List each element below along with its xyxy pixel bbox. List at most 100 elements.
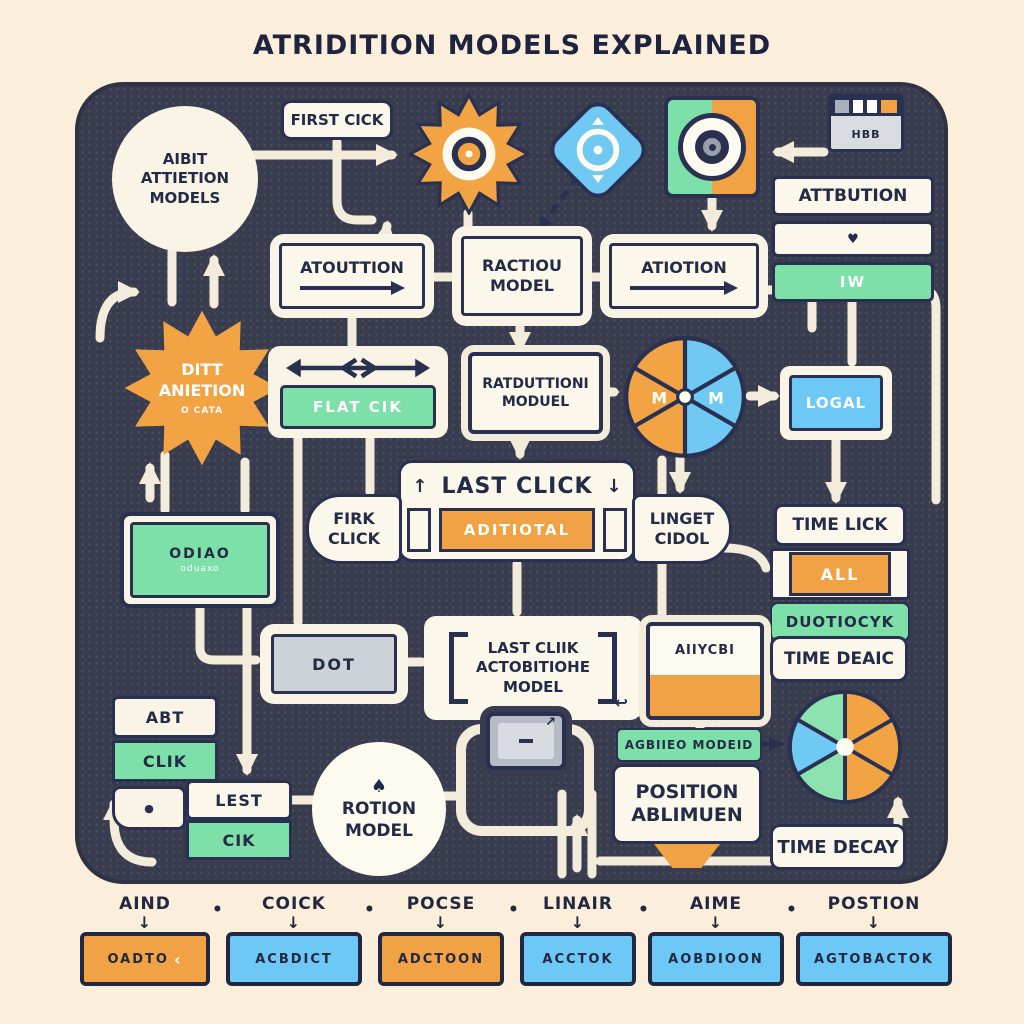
ratbuttion-text: RATDUTTIONI MODUEL xyxy=(482,375,589,410)
legend-label: AIND xyxy=(119,894,171,914)
legend-dot: • xyxy=(786,900,798,920)
clik-text: CLIK xyxy=(142,751,188,771)
bullet-icon: ● xyxy=(144,801,154,815)
logal-text: LOGAL xyxy=(805,394,867,412)
screen-arrow-icon: ↗ xyxy=(545,715,556,730)
legend-value: OADTO xyxy=(107,951,169,967)
aiiycbi-box: AIIYCBI xyxy=(646,622,764,720)
all-text: ALL xyxy=(820,564,860,584)
legend-value: AGTOBACTOK xyxy=(814,951,934,967)
last-click-band-text: ADITIOTAL xyxy=(463,521,571,539)
linget-cidol-pill: LINGET CIDOL xyxy=(632,494,732,564)
arrow-right-icon xyxy=(630,280,738,295)
right-bracket-icon xyxy=(597,632,617,704)
sunburst-icon xyxy=(406,91,532,217)
legend-dot: • xyxy=(638,900,650,920)
spade-icon: ♠ xyxy=(370,776,388,798)
legend-item-aime: AIME ↓ AOBDIOON xyxy=(648,894,784,986)
legend-item-aind: AIND ↓ OADTO ‹ xyxy=(80,894,210,986)
linget-cidol-text: LINGET CIDOL xyxy=(649,509,715,548)
ditt-starburst-icon: DITT ANIETION O CATA xyxy=(122,308,282,468)
ditt-star-text: DITT ANIETION xyxy=(158,360,246,400)
laptop-icon: ↗ xyxy=(486,712,566,770)
flat-cik-text: FLAT CIK xyxy=(313,397,403,416)
time-decay-label: TIME DECAY xyxy=(770,824,906,870)
arrow-right-icon xyxy=(299,280,405,295)
last-click-title: LAST CLICK xyxy=(441,473,593,499)
heart-icon: ♥ xyxy=(847,231,859,247)
atiotion-text: ATIOTION xyxy=(641,257,727,277)
cik-text: CIK xyxy=(222,830,256,850)
pie-chart-icon: M M xyxy=(622,334,748,460)
legend-label: POSTION xyxy=(827,894,921,914)
rotion-model-circle: ♠ ROTION MODEL xyxy=(312,742,446,876)
ratbuttion-model-box: RATDUTTIONI MODUEL xyxy=(468,352,603,434)
abt-text: ABT xyxy=(145,707,185,727)
legend-arrow-icon: ↓ xyxy=(286,913,302,932)
time-lick-text: TIME LICK xyxy=(792,515,888,535)
legend-value-box: OADTO ‹ xyxy=(80,932,210,986)
legend-value: ACBDICT xyxy=(255,951,333,967)
aiiycbi-text: AIIYCBI xyxy=(675,642,735,658)
legend-arrow-icon: ↓ xyxy=(137,913,153,932)
diamond-target-icon xyxy=(540,92,656,208)
legend-label: COICK xyxy=(262,894,326,914)
legend-item-coick: COICK ↓ ACBDICT xyxy=(226,894,362,986)
ractiou-text: RACTIOU MODEL xyxy=(482,256,562,295)
legend-value: AOBDIOON xyxy=(668,951,764,967)
legend-arrow-icon: ↓ xyxy=(866,913,882,932)
diad-subtext: oduaxo xyxy=(180,564,220,574)
legend-arrow-icon: ↓ xyxy=(570,913,586,932)
firk-click-text: FIRK CLICK xyxy=(327,509,381,548)
legend-value: ACCTOK xyxy=(542,951,614,967)
dot-text: DOT xyxy=(312,654,356,674)
legend-dot: • xyxy=(508,900,520,920)
window-icon-text: HBB xyxy=(851,127,881,141)
position-text: POSITION ABLIMUEN xyxy=(631,781,743,826)
last-cliik-model-box: LAST CLIIK ACTOBITIOHE MODEL ↩ xyxy=(424,616,642,720)
position-box: POSITION ABLIMUEN xyxy=(612,764,762,844)
last-click-box: ↑ LAST CLICK ↓ ADITIOTAL xyxy=(398,460,636,562)
ditt-star-subtext: O CATA xyxy=(180,405,224,416)
attribution-models-circle: AIBIT ATTIETION MODELS xyxy=(112,106,258,252)
legend-value-box: AGTOBACTOK xyxy=(796,932,952,986)
legend-dot: • xyxy=(364,900,376,920)
chevron-left-icon: ‹ xyxy=(173,949,183,969)
legend-label: POCSE xyxy=(406,894,476,914)
legend-item-postion: POSTION ↓ AGTOBACTOK xyxy=(796,894,952,986)
left-bracket-icon xyxy=(449,632,468,704)
window-icon: HBB xyxy=(828,94,904,152)
legend-dot: • xyxy=(212,900,224,920)
legend-value-box: AOBDIOON xyxy=(648,932,784,986)
double-arrow-icon xyxy=(286,357,430,378)
clik-box: CLIK xyxy=(112,740,218,782)
attribution-card-title: ATTBUTION xyxy=(798,185,908,206)
flat-cik-panel: FLAT CIK xyxy=(268,346,448,438)
rotion-text: ROTION MODEL xyxy=(341,799,417,841)
arrow-down-icon: ↓ xyxy=(606,475,622,497)
legend-value-box: ADCTOON xyxy=(378,932,504,986)
legend-value-box: ACCTOK xyxy=(520,932,636,986)
attribution-card: ATTBUTION ♥ IW xyxy=(772,176,934,303)
legend-value-box: ACBDICT xyxy=(226,932,362,986)
atoution-box: ATOUTTION xyxy=(270,234,434,318)
time-deaic-label: TIME DEAIC xyxy=(770,636,908,682)
bullet-box: ● xyxy=(112,786,186,830)
attribution-card-badge: IW xyxy=(839,273,867,292)
legend-value: ADCTOON xyxy=(397,951,485,967)
duotiocyk-text: DUOTIOCYK xyxy=(785,613,895,631)
time-deaic-text: TIME DEAIC xyxy=(783,649,895,669)
atiotion-box: ATIOTION xyxy=(600,234,768,318)
abt-box: ABT xyxy=(112,696,218,738)
page-title: ATRIDITION MODELS EXPLAINED xyxy=(252,30,772,61)
legend-label: AIME xyxy=(689,894,742,914)
lest-box: LEST xyxy=(186,780,292,820)
pie1-letter-right: M xyxy=(708,388,724,407)
first-click-label: FIRST CICK xyxy=(281,100,393,140)
lest-text: LEST xyxy=(215,790,263,810)
legend-arrow-icon: ↓ xyxy=(433,913,449,932)
arrow-up-icon: ↑ xyxy=(412,475,428,497)
return-arrow-icon: ↩ xyxy=(614,693,628,712)
time-lick-label: TIME LICK xyxy=(774,504,906,546)
monitor-icon: ODIAO oduaxo xyxy=(120,512,280,608)
